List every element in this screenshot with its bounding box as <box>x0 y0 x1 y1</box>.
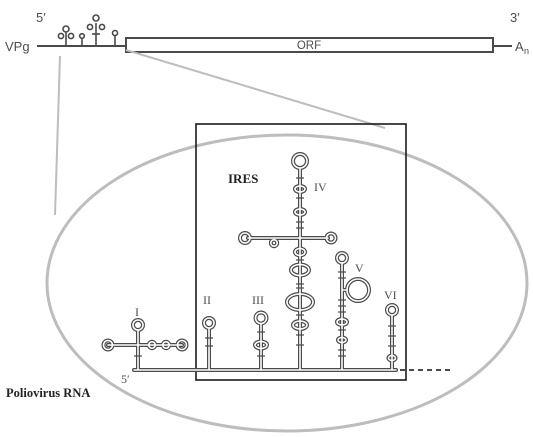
rna-structure <box>104 154 455 370</box>
poly-a-label: A <box>515 39 524 54</box>
domain-label-i: I <box>135 305 139 319</box>
rna-strand-inner <box>104 154 398 370</box>
domain-label-vi: VI <box>384 288 397 302</box>
genome-5prime-label: 5′ <box>36 10 46 25</box>
domain-label-iv: IV <box>314 180 327 194</box>
zoom-wedge <box>55 50 385 215</box>
rna-strand-outline <box>104 154 398 370</box>
ires-label: IRES <box>228 171 258 186</box>
zoom-ellipse <box>47 135 527 431</box>
domain-label-ii: II <box>203 293 211 307</box>
utr-structures-mini <box>58 15 117 46</box>
vpg-label: VPg <box>5 39 30 54</box>
domain-label-v: V <box>355 261 364 275</box>
orf-label: ORF <box>297 40 321 52</box>
genome-3prime-label: 3′ <box>510 10 520 25</box>
poly-a-subscript: n <box>524 46 529 56</box>
caption: Poliovirus RNA <box>6 386 90 400</box>
domain-label-iii: III <box>252 293 264 307</box>
detail-5prime-label: 5′ <box>121 372 130 386</box>
domain-labels: I II III IV V VI <box>135 180 397 319</box>
genome-schematic: 5′ 3′ VPg ORF A n <box>5 10 529 56</box>
